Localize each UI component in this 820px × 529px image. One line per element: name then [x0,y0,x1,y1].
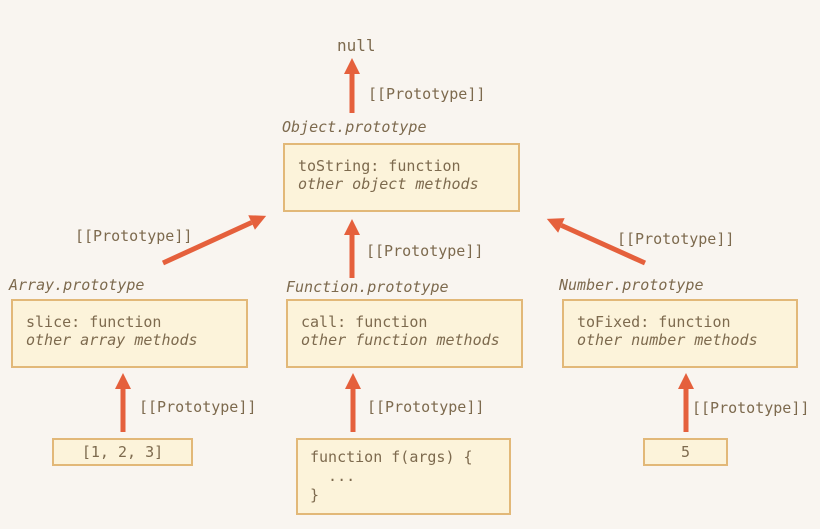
prototype-edge-label-number-proto: [[Prototype]] [617,230,735,248]
prototype-edge-label-array-proto: [[Prototype]] [75,227,193,245]
prototype-edge-label-object-to-null: [[Prototype]] [368,85,486,103]
function-instance-box: function f(args) { ... } [296,438,511,515]
number-prototype-other: other number methods [577,331,758,349]
prototype-edge-label-number-instance: [[Prototype]] [692,399,810,417]
object-prototype-method: toString: function [298,157,461,175]
prototype-edge-label-array-instance: [[Prototype]] [139,398,257,416]
array-prototype-box: slice: function other array methods [11,299,248,368]
number-instance-value: 5 [680,443,691,461]
prototype-edge-label-function-proto: [[Prototype]] [366,242,484,260]
function-prototype-box: call: function other function methods [286,299,523,368]
number-prototype-box: toFixed: function other number methods [562,299,798,368]
function-instance-line2: ... [310,467,356,485]
function-prototype-method: call: function [301,313,428,331]
array-prototype-method: slice: function [26,313,162,331]
number-instance-box: 5 [643,438,728,466]
array-instance-value: [1, 2, 3] [81,443,164,461]
object-prototype-title: Object.prototype [282,118,427,136]
number-prototype-method: toFixed: function [577,313,731,331]
object-prototype-other: other object methods [298,175,479,193]
function-prototype-other: other function methods [301,331,500,349]
array-prototype-title: Array.prototype [9,276,145,294]
object-prototype-box: toString: function other object methods [283,143,520,212]
prototype-edge-label-function-instance: [[Prototype]] [367,398,485,416]
function-instance-line1: function f(args) { [310,448,473,466]
array-instance-box: [1, 2, 3] [52,438,193,466]
function-instance-line3: } [310,486,320,504]
function-prototype-title: Function.prototype [286,278,449,296]
null-label: null [337,36,376,55]
number-prototype-title: Number.prototype [559,276,704,294]
array-prototype-other: other array methods [26,331,198,349]
